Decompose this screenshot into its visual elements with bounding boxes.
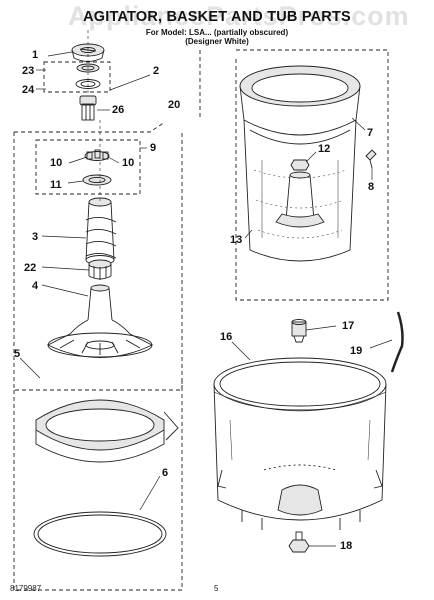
outer-tub-part [213, 357, 387, 530]
group-9-outline [35, 139, 141, 195]
callout-3: 3 [32, 231, 38, 243]
callout-20: 20 [168, 99, 180, 111]
watermark-text: AppliancePartsPros.com [68, 1, 410, 31]
callout-labels: 1 23 24 2 26 20 9 10 10 11 3 22 4 5 6 7 … [14, 49, 374, 552]
agitator-dog-part [79, 95, 97, 121]
callout-6: 6 [162, 467, 168, 479]
color-variant: (Designer White) [185, 37, 249, 46]
callout-12: 12 [318, 143, 330, 155]
lower-agitator-part [46, 284, 154, 358]
callout-19: 19 [350, 345, 362, 357]
agitator-auger-part [85, 197, 117, 265]
callout-22: 22 [24, 262, 36, 274]
callout-9: 9 [150, 142, 156, 154]
callout-17: 17 [342, 320, 354, 332]
doc-number: 8179987 [10, 584, 42, 593]
model-line: For Model: LSA... (partially obscured) [145, 28, 289, 37]
clip-part [365, 149, 377, 169]
callout-10-right: 10 [122, 157, 134, 169]
tub-ring-part [35, 399, 179, 463]
fitting-17-part [291, 319, 307, 343]
wash-basket-part [239, 65, 361, 262]
tub-gasket-part [33, 511, 167, 557]
leader-lines [19, 51, 393, 547]
agitator-cap-part [71, 43, 105, 62]
callout-2: 2 [153, 65, 159, 77]
callout-26: 26 [112, 104, 124, 116]
group-20-outline [14, 121, 166, 133]
callout-24: 24 [22, 84, 35, 96]
nut-18-part [288, 531, 310, 553]
hose-part [390, 311, 404, 373]
agitator-bearing-part [88, 259, 112, 280]
callout-23: 23 [22, 65, 34, 77]
callout-5: 5 [14, 348, 20, 360]
page-number: 5 [214, 584, 219, 593]
callout-11: 11 [50, 179, 62, 191]
group-13-outline [199, 49, 389, 301]
callout-4: 4 [32, 280, 39, 292]
callout-8: 8 [368, 181, 374, 193]
callout-7: 7 [367, 127, 373, 139]
agitator-dogs-part [82, 149, 112, 186]
callout-18: 18 [340, 540, 352, 552]
callout-13: 13 [230, 234, 242, 246]
callout-16: 16 [220, 331, 232, 343]
parts-23-24-bracket [43, 61, 111, 93]
group-5-outline [13, 380, 183, 591]
page-title: AGITATOR, BASKET AND TUB PARTS [83, 9, 351, 25]
callout-10-left: 10 [50, 157, 62, 169]
callout-1: 1 [32, 49, 38, 61]
